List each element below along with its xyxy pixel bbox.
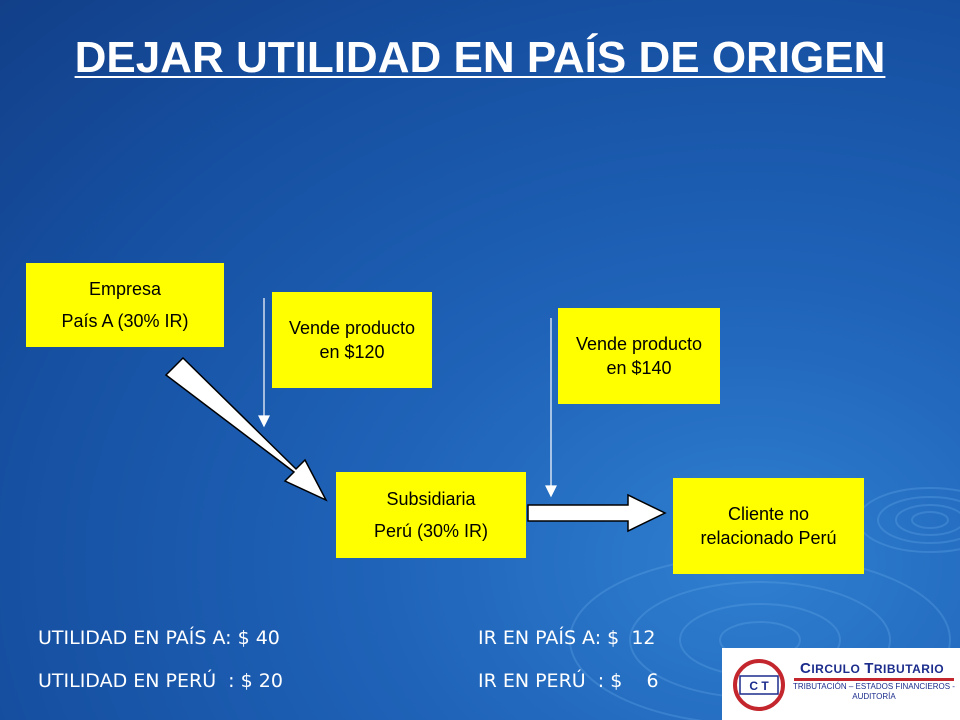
logo-name-rest2: RIBUTARIO bbox=[873, 662, 945, 676]
vende-120-box: Vende producto en $120 bbox=[272, 292, 432, 388]
logo-name-c: C bbox=[800, 660, 812, 677]
logo-name: CIRCULO TRIBUTARIO bbox=[800, 660, 944, 677]
logo-name-t: T bbox=[864, 660, 874, 677]
logo-tagline: TRIBUTACIÓN – ESTADOS FINANCIEROS - AUDI… bbox=[793, 682, 955, 701]
logo-mark-text: C T bbox=[749, 679, 769, 693]
page-title: DEJAR UTILIDAD EN PAÍS DE ORIGEN bbox=[74, 33, 886, 82]
empresa-box: Empresa País A (30% IR) bbox=[26, 263, 224, 347]
cliente-text: Cliente no relacionado Perú bbox=[700, 504, 837, 548]
ir-peru: IR EN PERÚ : $ 6 bbox=[478, 670, 659, 692]
ir-pais-a: IR EN PAÍS A: $ 12 bbox=[478, 627, 656, 649]
logo-mark-icon: C T bbox=[733, 659, 785, 711]
utilidad-peru: UTILIDAD EN PERÚ : $ 20 bbox=[38, 670, 283, 692]
big-arrow-empresa-to-subsidiaria bbox=[164, 356, 328, 502]
thin-arrow-2 bbox=[545, 318, 557, 498]
big-arrow-subsidiaria-to-cliente bbox=[527, 493, 667, 533]
logo-stripe bbox=[794, 678, 954, 681]
subsidiaria-box: Subsidiaria Perú (30% IR) bbox=[336, 472, 526, 558]
empresa-label: Empresa bbox=[88, 279, 162, 299]
logo-name-rest1: IRCULO bbox=[811, 662, 865, 676]
cliente-box: Cliente no relacionado Perú bbox=[673, 478, 864, 574]
vende-140-text: Vende producto en $140 bbox=[575, 334, 703, 378]
vende-140-box: Vende producto en $140 bbox=[558, 308, 720, 404]
circulo-tributario-logo: C T CIRCULO TRIBUTARIO TRIBUTACIÓN – EST… bbox=[722, 648, 960, 720]
vende-120-text: Vende producto en $120 bbox=[288, 318, 416, 362]
subsidiaria-label: Subsidiaria bbox=[386, 489, 476, 509]
thin-arrow-1 bbox=[258, 298, 270, 428]
utilidad-pais-a: UTILIDAD EN PAÍS A: $ 40 bbox=[38, 627, 280, 649]
subsidiaria-country: Perú (30% IR) bbox=[373, 521, 489, 541]
empresa-country: País A (30% IR) bbox=[61, 311, 189, 331]
